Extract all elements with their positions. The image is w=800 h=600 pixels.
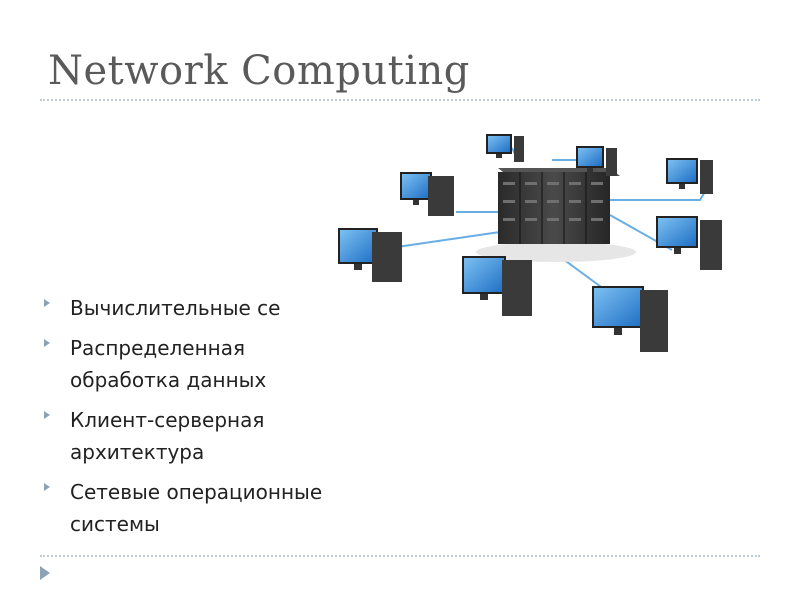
title-divider [40,99,760,101]
workstation [400,172,454,216]
workstation [666,158,713,194]
bullet-text: Сетевые операционные системы [70,480,323,536]
bullet-text: Вычислительные се [70,296,281,320]
server-rack [476,168,636,262]
slide-title: Network Computing [48,48,470,94]
workstation [592,286,668,352]
workstation [486,134,524,162]
bullet-marker-icon [44,483,50,491]
bullet-item: Клиент-серверная архитектура [44,404,404,468]
bullet-marker-icon [44,299,50,307]
network-diagram-illustration [338,134,722,352]
triangle-right-icon[interactable] [40,566,50,580]
bullet-marker-icon [44,411,50,419]
workstation [338,228,402,282]
bullet-text: Клиент-серверная архитектура [70,408,265,464]
workstation [576,146,617,176]
bullet-item: Сетевые операционные системы [44,476,404,540]
workstation [462,256,532,316]
bullet-list: Вычислительные се Распределенная обработ… [44,292,404,548]
bullet-text: Распределенная обработка данных [70,336,267,392]
bullet-item: Вычислительные се [44,292,404,324]
bullet-marker-icon [44,339,50,347]
bullet-item: Распределенная обработка данных [44,332,404,396]
workstation [656,216,722,270]
footer-divider [40,555,760,557]
